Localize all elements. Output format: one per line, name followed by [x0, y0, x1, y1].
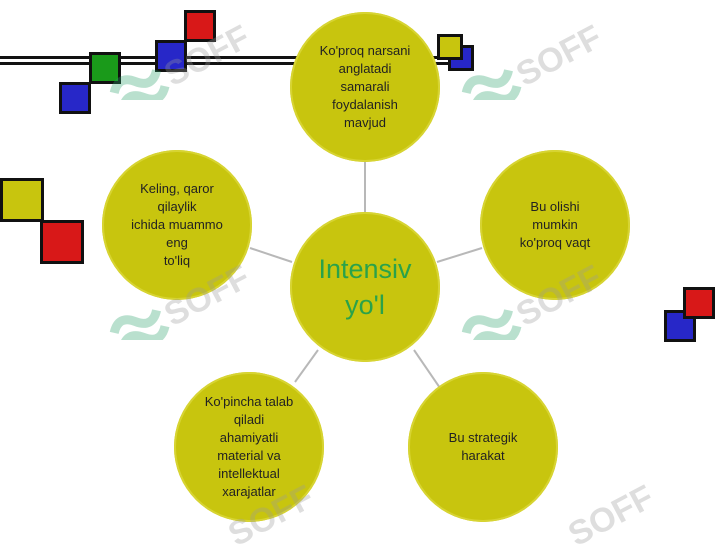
node-bottom-right: Bu strategik harakat — [408, 372, 558, 522]
center-label: Intensiv yo'l — [318, 254, 412, 320]
connector-left — [249, 247, 293, 263]
node-top: Ko'proq narsani anglatadi samarali foyda… — [290, 12, 440, 162]
svg-text:SOFF: SOFF — [510, 18, 608, 94]
watermark: SOFF — [109, 258, 256, 340]
decor-square-green — [89, 52, 121, 84]
node-left-label: Keling, qaror qilaylik ichida muammo eng… — [131, 181, 223, 268]
watermark: SOFF — [461, 258, 608, 340]
node-left: Keling, qaror qilaylik ichida muammo eng… — [102, 150, 252, 300]
watermark: SOFF — [562, 478, 660, 554]
node-bottom-left-label: Ko'pincha talab qiladi ahamiyatli materi… — [204, 394, 294, 499]
node-right-label: Bu olishi mumkin ko'proq vaqt — [519, 199, 591, 250]
connector-bottom-left — [294, 349, 319, 383]
connector-lines — [249, 160, 483, 389]
decor-square-blue — [155, 40, 187, 72]
decor-line-top-left — [0, 56, 300, 65]
connector-right — [436, 247, 483, 263]
watermark: SOFF — [461, 18, 608, 100]
node-center: Intensiv yo'l — [290, 212, 440, 362]
svg-text:SOFF: SOFF — [158, 18, 256, 94]
svg-text:SOFF: SOFF — [562, 478, 660, 554]
decor-square-red — [184, 10, 216, 42]
node-bottom-left: Ko'pincha talab qiladi ahamiyatli materi… — [174, 372, 324, 522]
slide: { "center": { "label": "Intensiv\nyo'l",… — [0, 10, 715, 554]
svg-text:SOFF: SOFF — [222, 478, 320, 554]
node-bottom-right-label: Bu strategik harakat — [448, 430, 518, 463]
svg-text:SOFF: SOFF — [510, 258, 608, 334]
decor-square-red — [40, 220, 84, 264]
decor-square-red — [683, 287, 715, 319]
node-top-label: Ko'proq narsani anglatadi samarali foyda… — [319, 43, 411, 130]
decor-square-olive — [0, 178, 44, 222]
connector-bottom-right — [413, 349, 441, 389]
decor-square-olive — [437, 34, 463, 60]
watermark: SOFF — [222, 478, 320, 554]
decor-square-blue — [59, 82, 91, 114]
watermark: SOFF — [109, 18, 256, 100]
svg-text:SOFF: SOFF — [158, 258, 256, 334]
node-right: Bu olishi mumkin ko'proq vaqt — [480, 150, 630, 300]
